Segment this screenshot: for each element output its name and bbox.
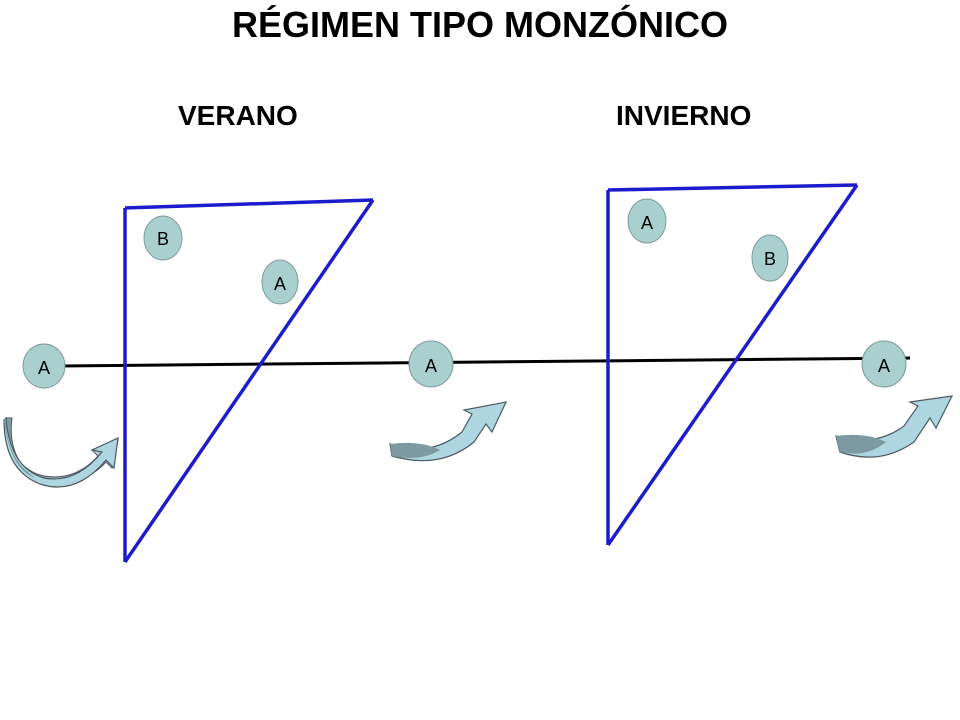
curved-arrow-right-shade — [836, 434, 886, 454]
curved-arrow-shade-left — [4, 418, 36, 478]
svg-text:B: B — [157, 229, 169, 249]
svg-text:A: A — [425, 356, 437, 376]
svg-text:A: A — [878, 356, 890, 376]
summer-lower-node: A — [261, 259, 299, 305]
curved-arrow-center-shade — [390, 442, 440, 458]
summer-upper-node: B — [143, 215, 183, 261]
winter-label: INVIERNO — [616, 100, 752, 131]
svg-text:A: A — [274, 274, 286, 294]
winter-upper-node: A — [627, 198, 667, 244]
summer-label: VERANO — [178, 100, 298, 131]
winter-triangle — [606, 183, 859, 546]
axis-node-center: A — [408, 340, 454, 388]
svg-text:A: A — [641, 213, 653, 233]
equator-line — [59, 356, 911, 368]
page-title: RÉGIMEN TIPO MONZÓNICO — [231, 4, 728, 45]
summer-triangle — [123, 198, 375, 563]
curved-arrow-body-left — [3, 416, 119, 488]
svg-text:A: A — [38, 358, 50, 378]
axis-node-right: A — [861, 340, 907, 388]
axis-node-left: A — [22, 343, 66, 389]
svg-text:B: B — [764, 249, 776, 269]
winter-lower-node: B — [751, 234, 789, 282]
